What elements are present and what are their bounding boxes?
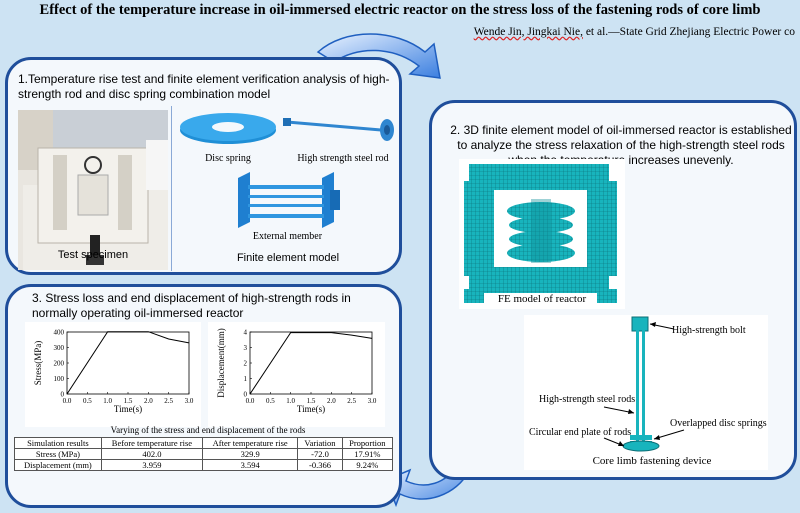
y-axis-label: Stress(MPa) [33,341,43,386]
x-tick-label: 2.5 [164,397,173,405]
label-disc-springs: Overlapped disc springs [670,418,767,429]
caption-fastening-device: Core limb fastening device [592,455,712,467]
y-tick-label: 300 [54,344,65,352]
table-cell: 17.91% [341,448,394,460]
table-cell: After temperature rise [202,437,299,449]
table-cell: Before temperature rise [100,437,204,449]
x-tick-label: 1.5 [124,397,133,405]
stress-chart: 0.0 0.5 1.0 1.5 2.0 2.5 3.0 0 100 200 300 400Time(s… [25,322,201,427]
top-curved-arrow [316,33,441,79]
caption-fe-model: Finite element model [236,252,340,264]
data-line [249,332,373,395]
y-tick-label: 2 [244,360,248,368]
author-affiliation: et al.—State Grid Zhejiang Electric Powe… [582,26,795,38]
fe-reactor-image [459,159,625,309]
label-bolt: High-strength bolt [672,325,746,336]
table-cell: -0.366 [297,459,343,471]
table-cell: Stress (MPa) [14,448,102,460]
table-cell: Variation [297,437,343,449]
x-axis-label: Time(s) [114,404,142,414]
y-axis-label: Displacement(mm) [216,328,226,397]
label-steel-rods: High-strength steel rods [539,394,636,405]
y-tick-label: 1 [244,375,248,383]
x-tick-label: 0.0 [63,397,72,405]
table-cell: 9.24% [341,459,394,471]
external-member-image [238,172,340,228]
panel-3-title: 3. Stress loss and end displacement of h… [32,291,351,320]
y-tick-label: 100 [54,375,65,383]
table-cell: 329.9 [202,448,299,460]
panel-1: 1.Temperature rise test and finite eleme… [5,57,402,275]
label-steel-rod: High strength steel rod [297,153,389,164]
x-tick-label: 1.5 [307,397,316,405]
test-specimen-photo [18,110,168,270]
panel-3: 3. Stress loss and end displacement of h… [5,284,402,508]
x-tick-label: 0.0 [246,397,255,405]
y-tick-label: 3 [244,344,248,352]
label-disc-spring: Disc spring [205,153,251,164]
panel-1-title: 1.Temperature rise test and finite eleme… [18,72,390,101]
table-caption: Varying of the stress and end displaceme… [110,425,306,435]
table-cell: Simulation results [14,437,102,449]
x-tick-label: 0.5 [83,397,92,405]
data-line [66,331,190,395]
x-tick-label: 1.0 [286,397,295,405]
caption-test-specimen: Test specimen [57,249,129,261]
label-end-plate: Circular end plate of rods [529,427,632,438]
table-cell: Displacement (mm) [14,459,102,471]
steel-rod-image [283,118,394,141]
x-tick-label: 0.5 [266,397,275,405]
author-names: Wende Jin, Jingkai Nie, [473,26,583,38]
table-cell: -72.0 [297,448,343,460]
fastening-device-image [524,315,768,470]
panel-2: 2. 3D finite element model of oil-immers… [429,100,797,480]
table-cell: 3.594 [202,459,299,471]
x-tick-label: 3.0 [368,397,377,405]
table-cell: Proportion [341,437,394,449]
table-cell: 402.0 [100,448,204,460]
label-external-member: External member [252,231,323,242]
plot-frame [66,331,190,395]
x-tick-label: 1.0 [103,397,112,405]
caption-fe-reactor: FE model of reactor [497,293,587,305]
authors: Wende Jin, Jingkai Nie, et al.—State Gri… [450,26,795,38]
y-tick-label: 0 [244,391,248,399]
x-tick-label: 2.0 [327,397,336,405]
table-cell: 3.959 [100,459,204,471]
x-tick-label: 3.0 [185,397,194,405]
y-tick-label: 200 [54,360,65,368]
y-tick-label: 400 [54,329,65,337]
x-tick-label: 2.5 [347,397,356,405]
x-tick-label: 2.0 [144,397,153,405]
disc-spring-image [180,113,276,144]
divider [171,106,172,271]
plot-frame [249,331,373,395]
y-tick-label: 0 [61,391,65,399]
x-axis-label: Time(s) [297,404,325,414]
y-tick-label: 4 [244,329,248,337]
poster-title: Effect of the temperature increase in oi… [39,2,761,18]
